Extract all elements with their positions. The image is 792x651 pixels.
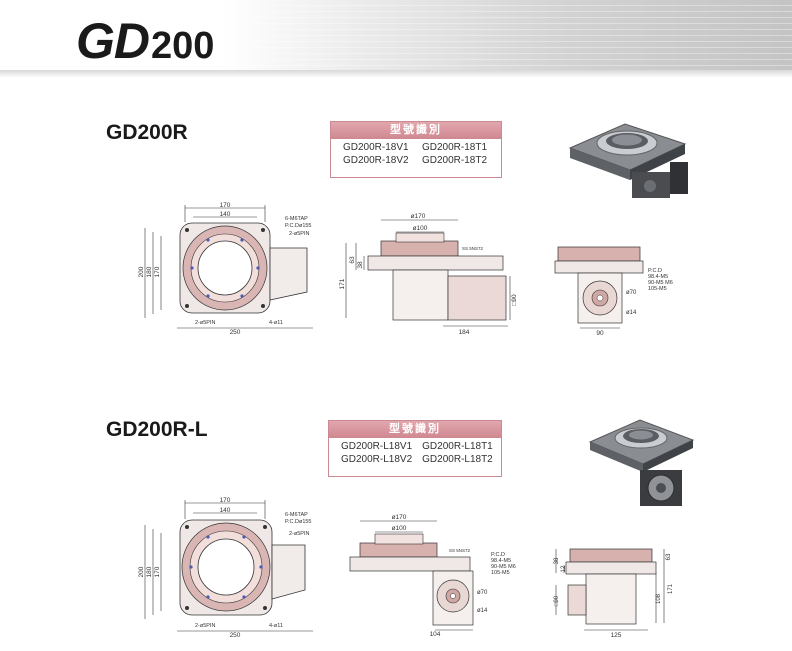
dim-label: 12: [561, 565, 567, 572]
model-code: GD200R-18V2: [343, 155, 409, 166]
dim-label: 4-ø11: [269, 320, 283, 326]
dim-label: 250: [230, 632, 241, 639]
section-title-gd200r: GD200R: [106, 121, 188, 144]
dim-label: 6-M6TAP: [285, 512, 308, 518]
model-code: GD200R-18T2: [422, 155, 488, 166]
dim-label: 4-ø11: [269, 623, 283, 629]
dim-label: 125: [611, 632, 622, 639]
model-code: GD200R-L18T2: [422, 454, 493, 465]
dim-label: ø14: [626, 310, 637, 316]
side-view-drawing: ø170 ø100 P.C.D 98.4-M5 90-M5 M6 105-M5 …: [349, 514, 516, 638]
dim-label: 200: [138, 266, 145, 277]
dim-label: 184: [459, 329, 470, 336]
dim-label: ø170: [392, 514, 407, 521]
dim-label: □90: [554, 595, 560, 606]
model-code: GD200R-L18T1: [422, 441, 493, 452]
dim-label: P.C.D: [491, 552, 505, 558]
dim-label: P.C.D: [648, 268, 662, 274]
dim-label: ø100: [413, 225, 428, 232]
model-code: GD200R-L18V2: [341, 454, 413, 465]
front-view-drawing: 38 12 □90 63 171 108 125: [554, 548, 674, 639]
dim-label: 2-ø5PIN: [289, 231, 310, 237]
section-title-gd200r-l: GD200R-L: [106, 418, 208, 441]
dim-label: 98.4-M5: [648, 274, 668, 280]
dim-label: 170: [154, 566, 161, 577]
top-view-drawing: 170 140 200 180 170 250 6-M6TAP P.C.Dø15…: [138, 202, 313, 336]
dim-label: 108: [656, 593, 662, 604]
dim-label: 90-M5 M6: [648, 280, 673, 286]
dim-label: P.C.Dø155: [285, 223, 312, 229]
model-id-heading: 型號識別: [329, 421, 501, 438]
dim-label: 2-ø5PIN: [195, 320, 216, 326]
dim-label: SS 5NS72: [462, 246, 484, 251]
model-code: GD200R-L18V1: [341, 441, 413, 452]
dim-label: 170: [154, 266, 161, 277]
model-id-box: 型號識別 GD200R-L18V1 GD200R-L18T1 GD200R-L1…: [328, 420, 502, 477]
front-view-drawing: P.C.D 98.4-M5 90-M5 M6 105-M5 ø70 ø14 90: [554, 246, 673, 337]
dim-label: 105-M5: [648, 286, 667, 292]
dim-label: 171: [339, 278, 346, 289]
dim-label: ø100: [392, 525, 407, 532]
dim-label: 180: [146, 566, 153, 577]
model-code: GD200R-18V1: [343, 142, 409, 153]
model-id-box: 型號識別 GD200R-18V1 GD200R-18T1 GD200R-18V2…: [330, 121, 502, 178]
dim-label: 200: [138, 566, 145, 577]
dim-label: ø70: [477, 590, 488, 596]
dim-label: 63: [666, 553, 672, 560]
dim-label: ø14: [477, 608, 488, 614]
dim-label: ø70: [626, 290, 637, 296]
dim-label: 170: [220, 497, 231, 504]
dim-label: 170: [220, 202, 231, 209]
dim-label: 90: [596, 330, 604, 337]
banner-shadow: [0, 70, 792, 78]
dim-label: 104: [430, 631, 441, 638]
dim-label: 250: [230, 329, 241, 336]
dim-label: 2-ø5PIN: [289, 531, 310, 537]
dim-label: 6-M6TAP: [285, 216, 308, 222]
side-view-drawing: ø170 ø100 63 38 171 184 □90 SS 5NS72: [339, 213, 518, 336]
dim-label: 38: [554, 557, 560, 564]
dim-label: 180: [146, 266, 153, 277]
dim-label: 140: [220, 507, 231, 514]
model-code: GD200R-18T1: [422, 142, 488, 153]
page-title-prefix: GD: [76, 13, 150, 69]
page-title-number: 200: [151, 25, 215, 67]
top-view-drawing: 170 140 200 180 170 250 6-M6TAP P.C.Dø15…: [138, 497, 313, 639]
product-photo: [588, 419, 695, 506]
product-photo: [568, 123, 688, 198]
dim-label: 90-M5 M6: [491, 564, 516, 570]
dim-label: ø170: [411, 213, 426, 220]
dim-label: 171: [668, 583, 674, 594]
dim-label: 38: [357, 261, 364, 269]
banner-stripes: [250, 0, 792, 76]
dim-label: 2-ø5PIN: [195, 623, 216, 629]
dim-label: 105-M5: [491, 570, 510, 576]
dim-label: 63: [349, 256, 356, 264]
dim-label: SS 5NS72: [449, 548, 471, 553]
page-title: GD200: [76, 12, 215, 69]
header-banner: [0, 0, 792, 76]
dim-label: 98.4-M5: [491, 558, 511, 564]
dim-label: P.C.Dø155: [285, 519, 312, 525]
model-id-heading: 型號識別: [331, 122, 501, 139]
dim-label: 140: [220, 211, 231, 218]
dim-label: □90: [511, 294, 518, 306]
